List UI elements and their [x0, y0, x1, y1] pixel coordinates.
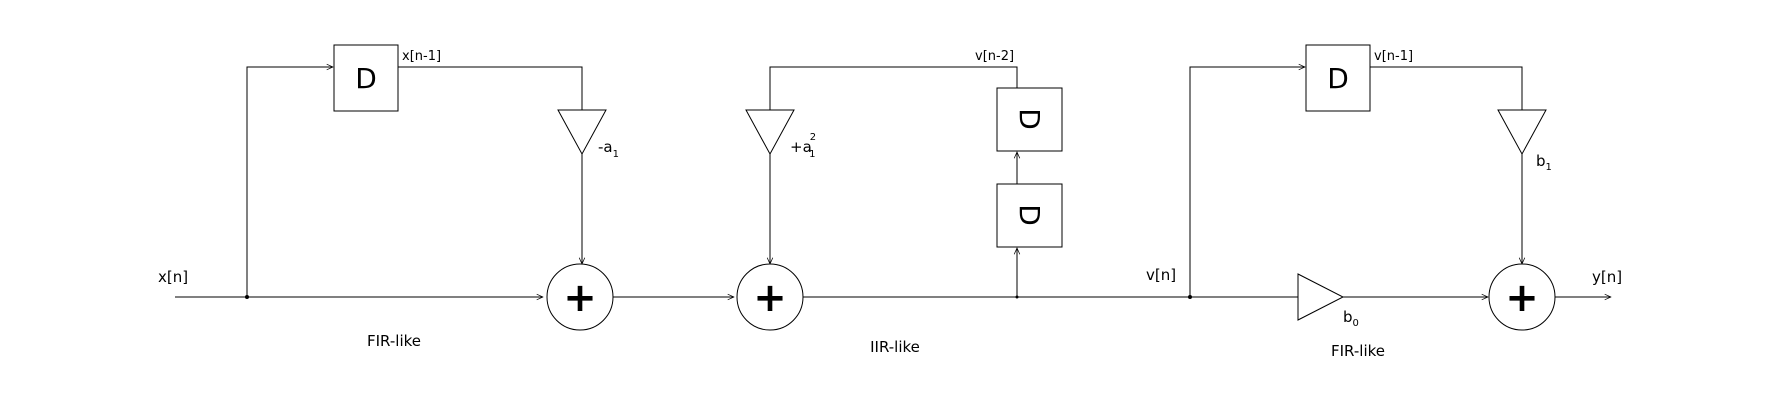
delay-block-2 — [996, 183, 1063, 248]
delay-label-1: D — [355, 62, 377, 95]
section-label-fir-2: FIR-like — [1331, 342, 1385, 360]
output-label: y[n] — [1592, 268, 1622, 286]
delay-block-3 — [996, 87, 1063, 152]
delay-label-4: D — [1327, 62, 1349, 95]
section-label-fir-1: FIR-like — [367, 332, 421, 350]
branch-to-delay-1 — [246, 67, 333, 297]
input-label: x[n] — [158, 268, 188, 286]
delay-block-1 — [333, 44, 399, 112]
tap-label-v-n-1: v[n-1] — [1374, 49, 1413, 64]
sum-symbol-2: + — [753, 275, 787, 321]
delay-label-3: D — [1013, 108, 1046, 130]
gain-triangle-a1-squared — [745, 109, 795, 156]
gain-label-b1: b1 — [1536, 152, 1552, 173]
tap-label-v-n-2: v[n-2] — [975, 49, 1014, 64]
tap-label-x-n-1: x[n-1] — [402, 49, 441, 64]
feedback-top-wire — [769, 66, 1018, 110]
gain-triangle-b0 — [1297, 273, 1345, 321]
delay-block-4 — [1305, 44, 1371, 112]
sum-symbol-3: + — [1505, 275, 1539, 321]
intermediate-label: v[n] — [1146, 266, 1176, 284]
gain-label-a1: -a1 — [598, 138, 619, 160]
delay-label-2: D — [1013, 204, 1046, 226]
sum-symbol-1: + — [563, 275, 597, 321]
gain-triangle-b1 — [1497, 109, 1547, 156]
section-label-iir: IIR-like — [870, 338, 920, 356]
tap-wire-1 — [398, 66, 583, 110]
gain-triangle-a1 — [557, 109, 607, 156]
tap-wire-4 — [1370, 66, 1523, 110]
gain-label-b0: b0 — [1343, 308, 1359, 329]
branch-to-delay-4 — [1189, 67, 1305, 297]
